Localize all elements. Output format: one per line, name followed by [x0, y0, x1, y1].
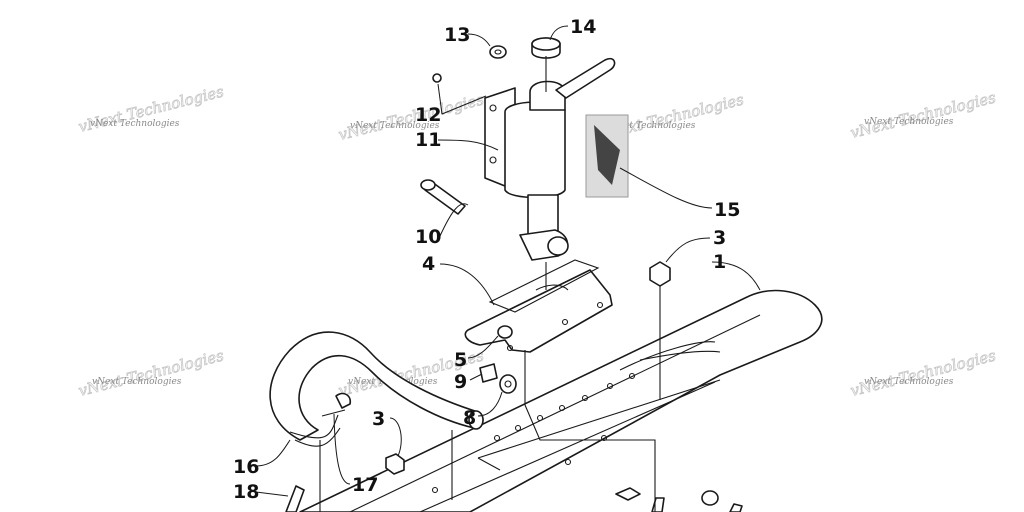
assembly-lines: [319, 56, 661, 512]
callout-15: 15: [714, 199, 740, 221]
callout-4: 4: [422, 253, 435, 275]
watermark-outline: vNext Technologies: [337, 90, 486, 144]
callout-12: 12: [415, 104, 441, 126]
callout-18: 18: [233, 481, 259, 503]
callout-13: 13: [444, 24, 470, 46]
ski-part: [299, 289, 823, 512]
callout-8: 8: [463, 407, 476, 429]
callout-11: 11: [415, 129, 441, 151]
watermark: vNext Technologies: [864, 377, 954, 387]
callout-5: 5: [454, 349, 467, 371]
watermark-outline: vNext Technologies: [849, 346, 998, 400]
decal-part: [585, 114, 629, 198]
callout-3-lower: 3: [372, 408, 385, 430]
callout-9: 9: [454, 371, 467, 393]
watermark: vNext Technologies: [864, 117, 954, 127]
watermark: vNext Technologies: [606, 121, 696, 131]
watermark-outline: vNext Technologies: [77, 346, 226, 400]
saddle-bracket-part: [464, 259, 613, 353]
callout-16: 16: [233, 456, 259, 478]
small-parts: [285, 37, 743, 512]
callout-10: 10: [415, 226, 441, 248]
watermark-outline: vNext Technologies: [849, 88, 998, 142]
callout-14: 14: [570, 16, 596, 38]
watermark: vNext Technologies: [92, 377, 182, 387]
callout-3-upper: 3: [713, 227, 726, 249]
decal-graphic: [594, 125, 620, 185]
spindle-housing-part: [484, 57, 616, 261]
callout-17: 17: [352, 474, 378, 496]
callout-labels: 13 14 12 11 15 10 3 1 4 5 9 8 3 16 17 18: [233, 16, 740, 503]
leader-lines: [255, 25, 761, 497]
watermark: vNext Technologies: [350, 121, 440, 131]
callout-1: 1: [713, 251, 726, 273]
watermark: vNext Technologies: [90, 119, 180, 129]
